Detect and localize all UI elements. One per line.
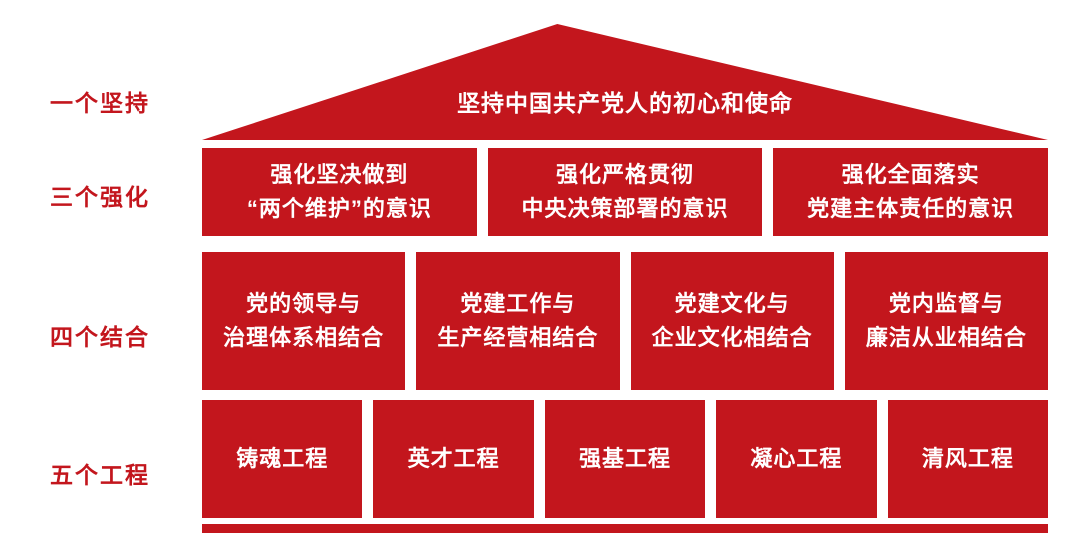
- combine-box-4-line2: 廉洁从业相结合: [865, 325, 1027, 350]
- side-label-four-combine: 四个结合: [50, 324, 150, 350]
- strengthen-box-3-line1: 强化全面落实: [841, 161, 980, 187]
- side-label-one-persistence: 一个坚持: [50, 90, 150, 116]
- combine-box-1-line2: 治理体系相结合: [223, 325, 385, 350]
- strengthen-box-1-line1: 强化坚决做到: [270, 161, 409, 187]
- combine-box-3: 党建文化与 企业文化相结合: [630, 252, 834, 390]
- project-box-4-label: 凝心工程: [750, 445, 843, 471]
- strengthen-box-1: 强化坚决做到 “两个维护”的意识: [202, 148, 477, 236]
- strengthen-box-1-line2: “两个维护”的意识: [246, 196, 432, 221]
- strengthen-box-3-line2: 党建主体责任的意识: [807, 196, 1015, 221]
- combine-box-2-line1: 党建工作与: [460, 290, 576, 316]
- side-label-three-strengthen: 三个强化: [50, 184, 150, 210]
- strengthen-box-3: 强化全面落实 党建主体责任的意识: [773, 148, 1049, 236]
- project-box-5: 清风工程: [887, 400, 1049, 518]
- combine-box-2: 党建工作与 生产经营相结合: [416, 252, 620, 390]
- roof-text: 坚持中国共产党人的初心和使命: [457, 90, 793, 116]
- project-box-4: 凝心工程: [716, 400, 877, 518]
- combine-box-1-line1: 党的领导与: [246, 290, 362, 316]
- row-three-strengthen: 强化坚决做到 “两个维护”的意识 强化严格贯彻 中央决策部署的意识 强化全面落实…: [202, 148, 1049, 236]
- row-five-projects: 铸魂工程 英才工程 强基工程 凝心工程 清风工程: [202, 400, 1049, 518]
- project-box-3-label: 强基工程: [579, 445, 672, 471]
- side-label-five-projects: 五个工程: [50, 462, 150, 488]
- project-box-5-label: 清风工程: [921, 445, 1014, 471]
- combine-box-3-line1: 党建文化与: [674, 290, 790, 316]
- project-box-1-label: 铸魂工程: [236, 445, 329, 471]
- combine-box-4: 党内监督与 廉洁从业相结合: [844, 252, 1048, 390]
- combine-box-3-line2: 企业文化相结合: [651, 325, 813, 350]
- row-four-combine: 党的领导与 治理体系相结合 党建工作与 生产经营相结合 党建文化与 企业文化相结…: [202, 252, 1048, 390]
- roof-triangle: 坚持中国共产党人的初心和使命: [202, 24, 1048, 140]
- project-box-2: 英才工程: [373, 400, 534, 518]
- foundation-bar: [202, 524, 1048, 533]
- strengthen-box-2-line2: 中央决策部署的意识: [521, 196, 729, 221]
- combine-box-4-line1: 党内监督与: [888, 290, 1004, 316]
- project-box-3: 强基工程: [544, 400, 706, 518]
- combine-box-1: 党的领导与 治理体系相结合: [202, 252, 406, 390]
- strengthen-box-2-line1: 强化严格贯彻: [556, 161, 695, 187]
- strengthen-box-2: 强化严格贯彻 中央决策部署的意识: [487, 148, 763, 236]
- combine-box-2-line2: 生产经营相结合: [437, 325, 599, 350]
- project-box-2-label: 英才工程: [407, 445, 500, 471]
- project-box-1: 铸魂工程: [202, 400, 363, 518]
